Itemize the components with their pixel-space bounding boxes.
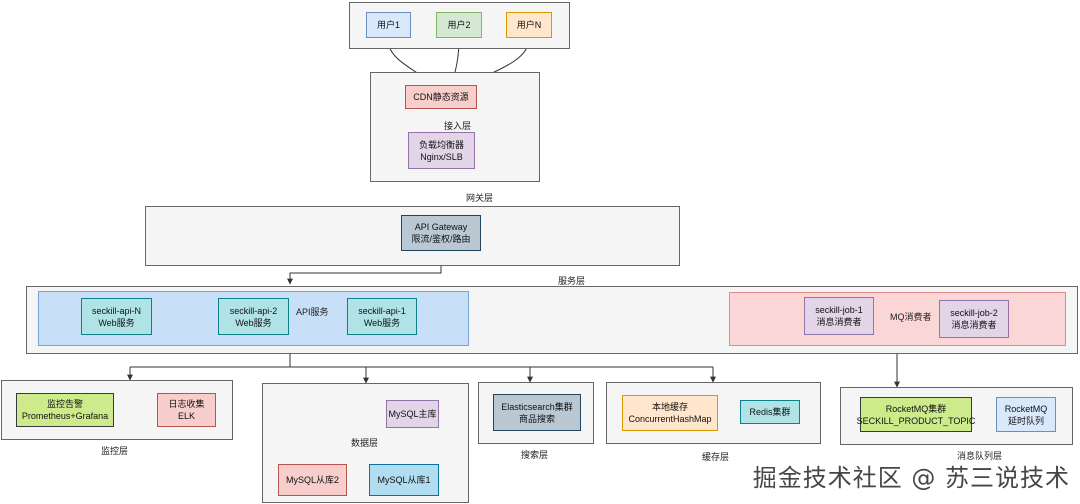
- redis-cluster-node[interactable]: Redis集群: [740, 400, 800, 424]
- load-balancer-node[interactable]: 负载均衡器 Nginx/SLB: [408, 132, 475, 169]
- rocketmq-cluster-node[interactable]: RocketMQ集群 SECKILL_PRODUCT_TOPIC: [857, 397, 975, 432]
- monitor-layer-label: 监控层: [101, 446, 129, 456]
- search-layer-label: 搜索层: [521, 450, 549, 460]
- watermark: 掘金技术社区 @ 苏三说技术: [752, 464, 1070, 492]
- user-n-node[interactable]: 用户N: [506, 12, 552, 38]
- seckill-job-1-node[interactable]: seckill-job-1 消息消费者: [804, 297, 874, 335]
- mq-consumer-group: [729, 292, 1066, 346]
- data-layer-label: 数据层: [351, 438, 379, 448]
- seckill-api-1-node[interactable]: seckill-api-1 Web服务: [347, 298, 417, 335]
- service-layer-label: 服务层: [558, 276, 586, 286]
- local-cache-node[interactable]: 本地缓存 ConcurrentHashMap: [622, 395, 718, 431]
- access-layer-label: 接入层: [444, 121, 472, 131]
- user-2-node[interactable]: 用户2: [436, 12, 482, 38]
- gateway-layer-label: 网关层: [466, 193, 494, 203]
- rocketmq-delay-node[interactable]: RocketMQ 延时队列: [996, 397, 1056, 432]
- mysql-slave-2-node[interactable]: MySQL从库2: [278, 464, 347, 496]
- seckill-api-2-node[interactable]: seckill-api-2 Web服务: [218, 298, 289, 335]
- mysql-master-node[interactable]: MySQL主库: [386, 400, 439, 428]
- mysql-slave-1-node[interactable]: MySQL从库1: [369, 464, 439, 496]
- log-collect-node[interactable]: 日志收集 ELK: [157, 393, 216, 427]
- mq-consumer-label: MQ消费者: [890, 312, 932, 322]
- cdn-node[interactable]: CDN静态资源: [405, 85, 477, 109]
- seckill-job-2-node[interactable]: seckill-job-2 消息消费者: [939, 300, 1009, 338]
- monitor-alert-node[interactable]: 监控告警 Prometheus+Grafana: [16, 393, 114, 427]
- api-gateway-node[interactable]: API Gateway 限流/鉴权/路由: [401, 215, 481, 251]
- seckill-api-n-node[interactable]: seckill-api-N Web服务: [81, 298, 152, 335]
- api-service-label: API服务: [296, 307, 329, 317]
- elasticsearch-node[interactable]: Elasticsearch集群 商品搜索: [493, 394, 581, 431]
- user-1-node[interactable]: 用户1: [366, 12, 411, 38]
- cache-layer-label: 缓存层: [702, 452, 730, 462]
- mq-layer-label: 消息队列层: [957, 451, 1003, 461]
